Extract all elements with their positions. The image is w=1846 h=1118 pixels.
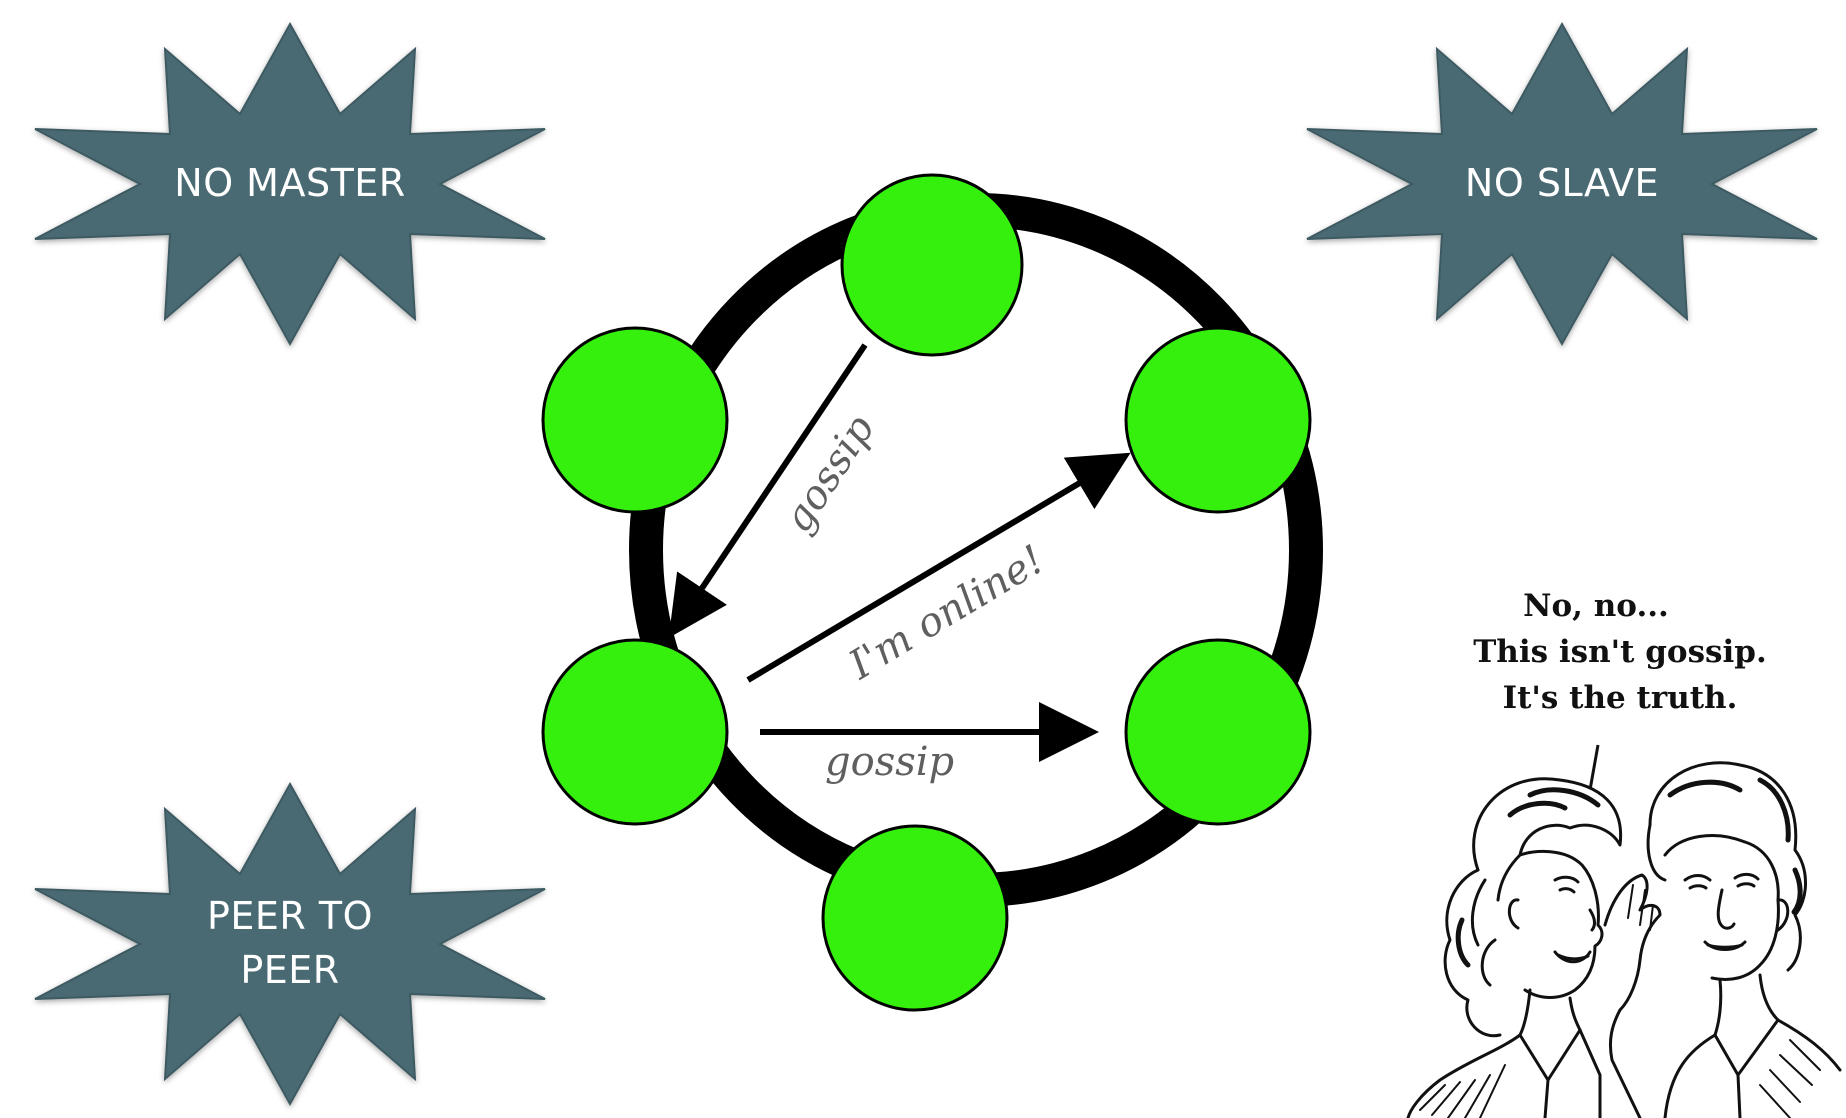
online-arrow-left-to-upper-right — [746, 452, 1131, 683]
peer-to-peer-badge: PEER TO PEER — [20, 774, 560, 1114]
gossiping-women-icon: No, no... This isn't gossip. It's the tr… — [1406, 588, 1842, 1118]
no-slave-badge: NO SLAVE — [1292, 14, 1832, 354]
starburst-shape — [34, 781, 546, 1107]
ring-svg: gossip I'm online! gossip — [541, 173, 1323, 1012]
gossip-label-lower: gossip — [825, 739, 954, 785]
gossip-cartoon: No, no... This isn't gossip. It's the tr… — [1350, 580, 1846, 1118]
starburst-shape — [34, 21, 546, 347]
starburst-shape — [1306, 21, 1818, 347]
peer-to-peer-label: PEER TO PEER — [206, 894, 374, 992]
node-bottom — [821, 824, 1009, 1012]
no-master-badge: NO MASTER — [20, 14, 560, 354]
gossip-arrow-top-to-left — [668, 343, 868, 638]
speech-line-1: No, no... — [1523, 588, 1669, 624]
speech-line-3: It's the truth. — [1503, 680, 1738, 716]
no-slave-label: NO SLAVE — [1464, 161, 1660, 206]
node-lower-right — [1124, 638, 1312, 826]
no-master-label: NO MASTER — [174, 161, 406, 206]
node-top — [840, 173, 1024, 357]
gossip-ring-diagram: gossip I'm online! gossip — [520, 150, 1340, 1030]
gossip-label-upper: gossip — [775, 407, 884, 540]
node-upper-left — [541, 326, 729, 514]
speech-line-2: This isn't gossip. — [1473, 634, 1767, 670]
node-lower-left — [541, 638, 729, 826]
node-upper-right — [1124, 326, 1312, 514]
